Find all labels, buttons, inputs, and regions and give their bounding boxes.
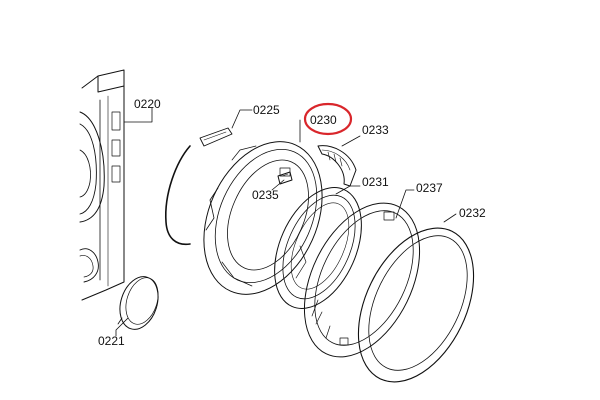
label-0220[interactable]: 0220 bbox=[134, 97, 161, 111]
leader-0233 bbox=[341, 135, 361, 147]
leader-0220 bbox=[123, 107, 153, 123]
cabinet-front-panel bbox=[79, 69, 125, 301]
door-latch bbox=[317, 145, 357, 187]
service-cover bbox=[117, 276, 159, 330]
label-0237[interactable]: 0237 bbox=[416, 181, 443, 195]
leader-0231 bbox=[335, 185, 361, 195]
door-outer-frame bbox=[303, 202, 421, 358]
door-hinge bbox=[165, 127, 233, 246]
label-0231[interactable]: 0231 bbox=[362, 175, 389, 189]
label-0225[interactable]: 0225 bbox=[253, 103, 280, 117]
label-0232[interactable]: 0232 bbox=[459, 206, 486, 220]
highlight-circle bbox=[303, 102, 353, 136]
label-0235[interactable]: 0235 bbox=[252, 188, 279, 202]
label-0233[interactable]: 0233 bbox=[362, 123, 389, 137]
door-trim-ring bbox=[357, 227, 475, 383]
leader-0225 bbox=[231, 109, 253, 129]
hinge-screw bbox=[277, 171, 293, 185]
leader-0221 bbox=[115, 317, 129, 337]
door-inner-frame bbox=[203, 141, 323, 295]
leader-0232 bbox=[443, 213, 457, 223]
leader-0235 bbox=[271, 179, 285, 191]
leader-lines bbox=[115, 107, 457, 337]
leader-0237 bbox=[395, 189, 415, 219]
label-0230[interactable]: 0230 bbox=[310, 113, 337, 127]
label-0221[interactable]: 0221 bbox=[98, 334, 125, 348]
